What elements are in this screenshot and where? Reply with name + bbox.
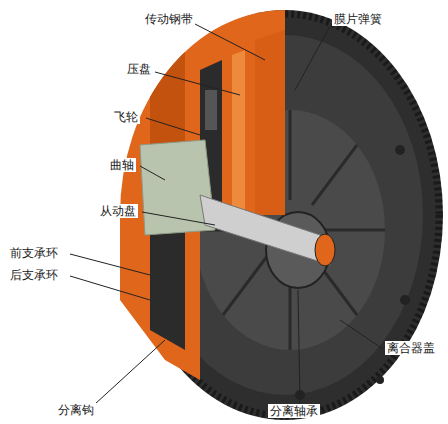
part-label: 从动盘 — [98, 204, 138, 218]
part-label: 膜片弹簧 — [332, 12, 384, 26]
part-label: 传动钢带 — [143, 12, 195, 26]
part-label: 压盘 — [125, 62, 153, 76]
shaft-end — [315, 234, 335, 266]
part-label: 离合器盖 — [385, 341, 437, 355]
part-label: 分离钩 — [56, 403, 96, 417]
input-shaft — [200, 195, 330, 265]
part-label: 飞轮 — [112, 110, 140, 124]
part-label: 后支承环 — [8, 268, 60, 282]
crankshaft — [140, 140, 215, 235]
lower-section — [150, 230, 185, 350]
lower-cutaway — [120, 215, 200, 380]
part-label: 前支承环 — [8, 246, 60, 260]
leader-lines — [70, 24, 383, 404]
part-label: 分离轴承 — [268, 404, 320, 418]
part-label: 曲轴 — [108, 158, 136, 172]
